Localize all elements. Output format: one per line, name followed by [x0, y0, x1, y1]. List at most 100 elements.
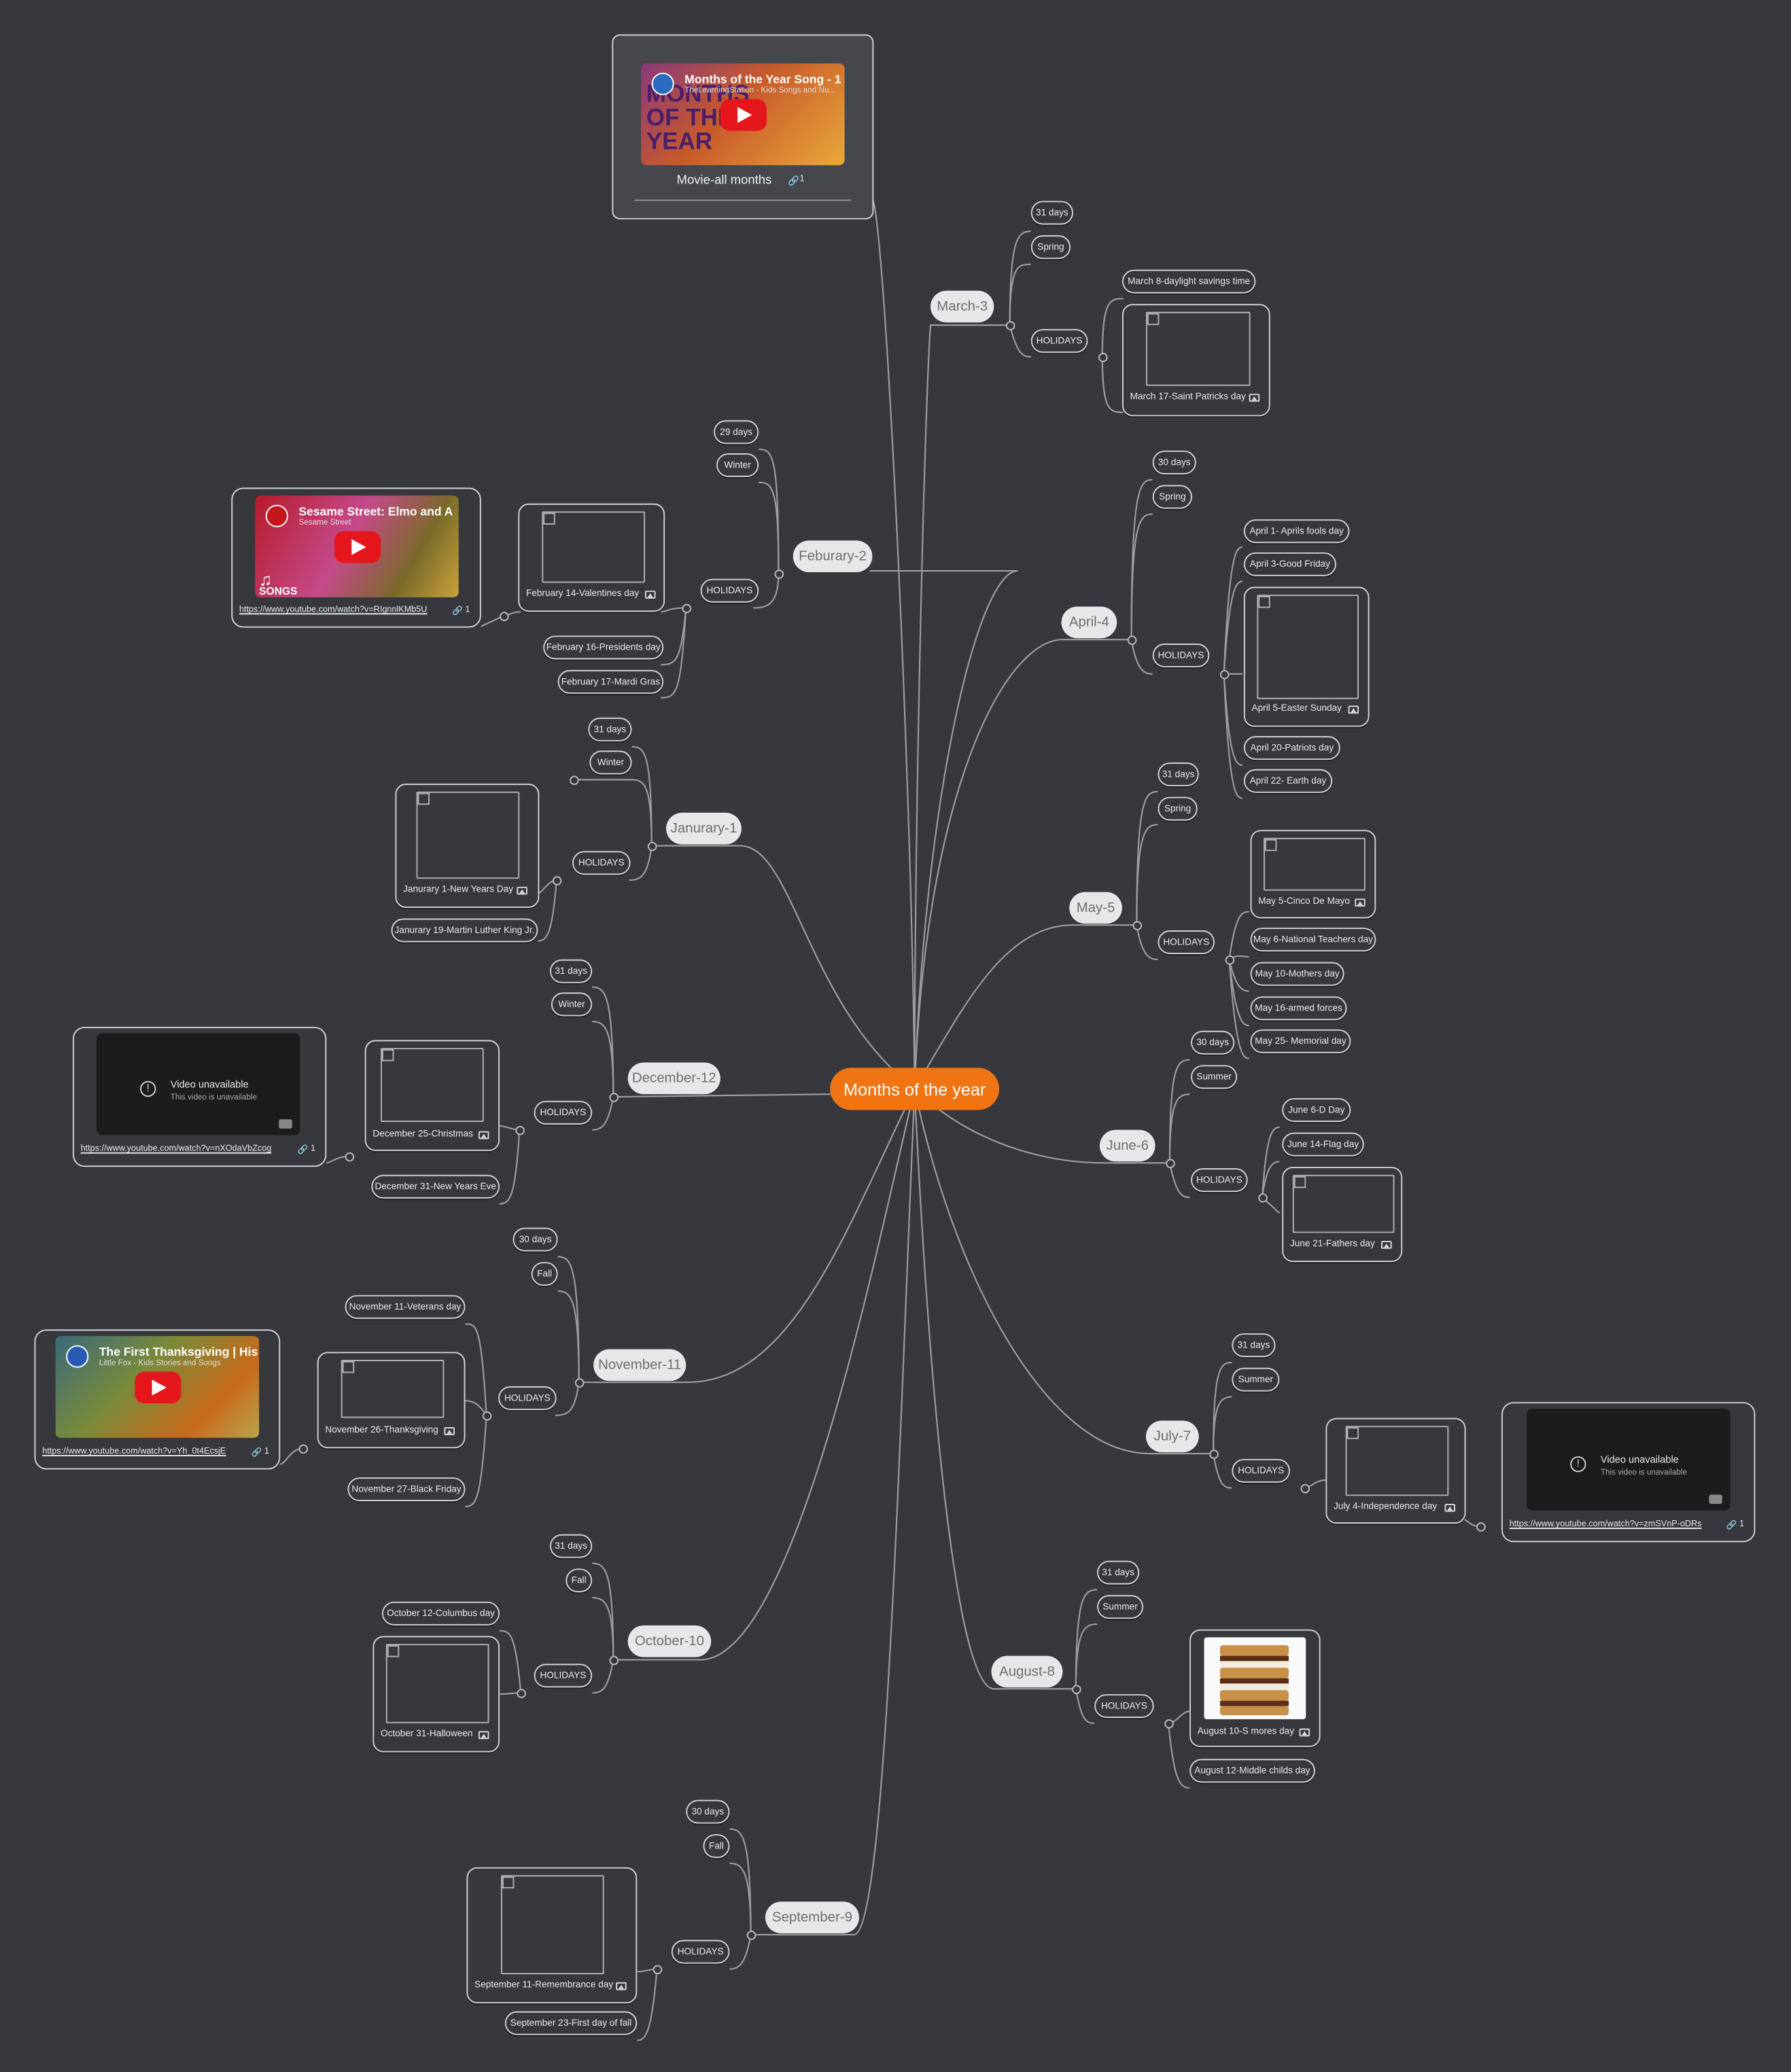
image-icon[interactable] — [644, 591, 656, 599]
february-video-card[interactable]: ♫ SONGS Sesame Street: Elmo and A Sesame… — [231, 487, 481, 628]
april-holiday-2[interactable]: April 3-Good Friday — [1243, 552, 1336, 576]
august-holiday-2[interactable]: August 12-Middle childs day — [1189, 1759, 1315, 1783]
november-holiday-2-card[interactable]: November 26-Thanksgiving — [317, 1352, 466, 1449]
june-days[interactable]: 30 days — [1191, 1030, 1235, 1055]
january-days[interactable]: 31 days — [588, 717, 632, 741]
month-march[interactable]: March-3 — [930, 290, 994, 323]
may-holidays[interactable]: HOLIDAYS — [1158, 930, 1215, 955]
may-holiday-5[interactable]: May 25- Memorial day — [1250, 1029, 1351, 1053]
connector-dot[interactable] — [1005, 321, 1015, 331]
august-days[interactable]: 31 days — [1097, 1560, 1140, 1585]
december-video-unavailable[interactable]: ! Video unavailable This video is unavai… — [96, 1033, 300, 1136]
august-holidays[interactable]: HOLIDAYS — [1094, 1693, 1154, 1718]
connector-dot[interactable] — [609, 1655, 619, 1666]
image-icon[interactable] — [1355, 898, 1366, 907]
november-holiday-3[interactable]: November 27-Black Friday — [347, 1477, 466, 1502]
connector-dot[interactable] — [517, 1689, 526, 1698]
february-holiday-3[interactable]: February 17-Mardi Gras — [557, 669, 664, 694]
december-holiday-2[interactable]: December 31-New Years Eve — [371, 1174, 500, 1199]
connector-dot[interactable] — [1225, 955, 1235, 965]
connector-dot[interactable] — [746, 1931, 757, 1940]
image-icon[interactable] — [1444, 1503, 1456, 1512]
october-holiday-2-card[interactable]: October 31-Halloween — [372, 1636, 500, 1753]
january-holiday-2[interactable]: Janurary 19-Martin Luther King Jr. — [391, 918, 538, 943]
april-holiday-5[interactable]: April 22- Earth day — [1243, 769, 1333, 793]
february-season[interactable]: Winter — [716, 453, 759, 478]
image-icon[interactable] — [517, 886, 527, 895]
november-holiday-1[interactable]: November 11-Veterans day — [345, 1295, 466, 1319]
september-days[interactable]: 30 days — [686, 1799, 730, 1824]
april-days[interactable]: 30 days — [1152, 451, 1196, 475]
april-season[interactable]: Spring — [1152, 485, 1193, 509]
link-icon[interactable]: 🔗 — [452, 606, 463, 616]
month-february[interactable]: Feburary-2 — [793, 540, 873, 573]
connector-dot[interactable] — [298, 1444, 309, 1454]
september-holiday-1-card[interactable]: September 11-Remembrance day — [466, 1867, 638, 2004]
movie-video-thumbnail[interactable]: MONTHS OF THE YEAR Months of the Year So… — [641, 63, 845, 166]
february-video-url[interactable]: https://www.youtube.com/watch?v=RIgnnlKM… — [239, 605, 428, 615]
december-video-card[interactable]: ! Video unavailable This video is unavai… — [72, 1026, 327, 1167]
november-video-url[interactable]: https://www.youtube.com/watch?v=Yh_0t4Ec… — [42, 1447, 226, 1456]
july-video-card[interactable]: ! Video unavailable This video is unavai… — [1501, 1402, 1756, 1543]
connector-dot[interactable] — [653, 1965, 663, 1975]
connector-dot[interactable] — [1132, 921, 1143, 930]
february-video-thumbnail[interactable]: ♫ SONGS Sesame Street: Elmo and A Sesame… — [255, 495, 459, 597]
february-days[interactable]: 29 days — [714, 420, 759, 444]
june-holiday-2[interactable]: June 14-Flag day — [1282, 1132, 1364, 1157]
connector-dot[interactable] — [570, 775, 579, 786]
image-icon[interactable] — [1348, 705, 1359, 714]
connector-dot[interactable] — [1219, 669, 1230, 680]
image-icon[interactable] — [1249, 393, 1260, 402]
connector-dot[interactable] — [1476, 1522, 1486, 1532]
link-icon[interactable]: 🔗 — [297, 1145, 309, 1155]
july-holidays[interactable]: HOLIDAYS — [1232, 1458, 1290, 1483]
connector-dot[interactable] — [682, 603, 692, 614]
play-icon[interactable] — [135, 1371, 181, 1403]
month-june[interactable]: June-6 — [1099, 1129, 1155, 1162]
march-holiday-2-card[interactable]: March 17-Saint Patricks day — [1121, 304, 1270, 417]
link-icon[interactable]: 🔗 — [787, 177, 799, 187]
may-holiday-3[interactable]: May 10-Mothers day — [1250, 962, 1344, 986]
march-days[interactable]: 31 days — [1030, 200, 1074, 225]
january-season[interactable]: Winter — [589, 750, 632, 775]
connector-dot[interactable] — [574, 1378, 585, 1388]
october-holidays[interactable]: HOLIDAYS — [534, 1664, 593, 1688]
november-video-thumbnail[interactable]: The First Thanksgiving | His Little Fox … — [55, 1335, 260, 1438]
image-icon[interactable] — [1381, 1240, 1392, 1249]
march-holidays[interactable]: HOLIDAYS — [1030, 329, 1088, 353]
month-april[interactable]: April-4 — [1061, 606, 1117, 639]
month-december[interactable]: December-12 — [627, 1062, 720, 1095]
may-holiday-2[interactable]: May 6-National Teachers day — [1250, 928, 1376, 952]
root-topic[interactable]: Months of the year — [830, 1068, 1000, 1110]
connector-dot[interactable] — [515, 1125, 525, 1136]
october-season[interactable]: Fall — [566, 1568, 593, 1593]
march-holiday-1[interactable]: March 8-daylight savings time — [1121, 269, 1256, 294]
connector-dot[interactable] — [1164, 1719, 1174, 1729]
august-holiday-1-card[interactable]: August 10-S mores day — [1189, 1629, 1321, 1747]
april-holiday-4[interactable]: April 20-Patriots day — [1243, 736, 1340, 760]
october-days[interactable]: 31 days — [549, 1534, 593, 1558]
connector-dot[interactable] — [1166, 1159, 1175, 1169]
march-season[interactable]: Spring — [1030, 235, 1071, 260]
june-holiday-3-card[interactable]: June 21-Fathers day — [1282, 1167, 1403, 1263]
link-icon[interactable]: 🔗 — [251, 1448, 262, 1458]
connector-dot[interactable] — [1127, 635, 1137, 645]
image-icon[interactable] — [1299, 1728, 1310, 1737]
april-holiday-1[interactable]: April 1- Aprils fools day — [1243, 519, 1350, 544]
august-season[interactable]: Summer — [1097, 1595, 1144, 1619]
july-video-url[interactable]: https://www.youtube.com/watch?v=zmSVnP-o… — [1509, 1520, 1702, 1529]
month-october[interactable]: October-10 — [627, 1625, 712, 1657]
september-holiday-2[interactable]: September 23-First day of fall — [504, 2011, 638, 2035]
connector-dot[interactable] — [1072, 1685, 1081, 1694]
image-icon[interactable] — [478, 1131, 489, 1140]
connector-dot[interactable] — [1300, 1483, 1310, 1494]
november-season[interactable]: Fall — [531, 1262, 558, 1286]
january-holidays[interactable]: HOLIDAYS — [572, 851, 631, 875]
connector-dot[interactable] — [1258, 1193, 1268, 1203]
december-days[interactable]: 31 days — [549, 959, 593, 983]
month-november[interactable]: November-11 — [593, 1349, 686, 1382]
february-holiday-1-card[interactable]: February 14-Valentines day — [518, 503, 665, 612]
connector-dot[interactable] — [1098, 353, 1108, 362]
month-may[interactable]: May-5 — [1069, 892, 1122, 924]
connector-dot[interactable] — [647, 841, 657, 851]
